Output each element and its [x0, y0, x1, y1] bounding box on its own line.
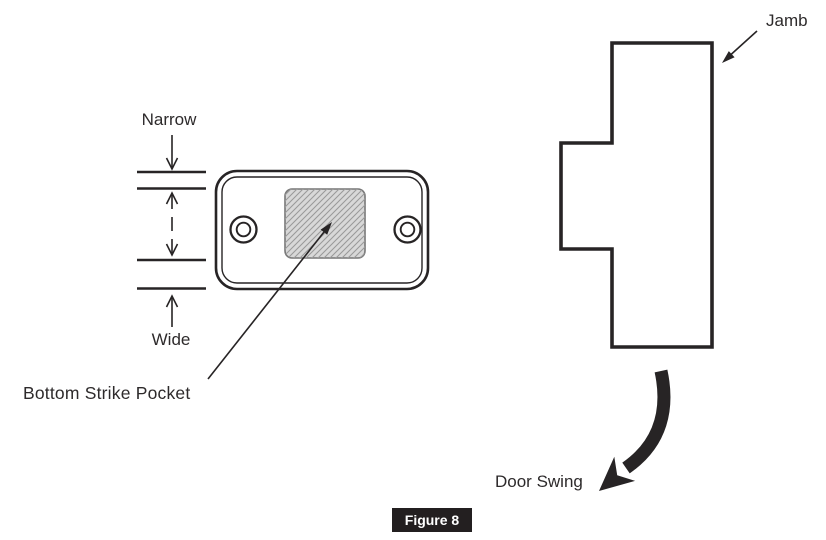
- pocket-leader-arrowhead-icon: [320, 222, 332, 235]
- jamb-leader-line: [730, 30, 758, 56]
- wide-arrowhead-icon: [165, 294, 179, 308]
- pocket-leader: [207, 222, 332, 380]
- jamb-leader-arrowhead-icon: [722, 51, 735, 63]
- dimension-lines: [137, 170, 206, 290]
- screw-hole-right-outer: [393, 215, 422, 244]
- door-swing-label: Door Swing: [495, 472, 583, 491]
- strike-pocket-hatch: [285, 189, 365, 258]
- narrow-arrow: [165, 135, 179, 171]
- screw-hole-left-outer: [229, 215, 258, 244]
- pocket-height-arrowhead-down-icon: [165, 243, 179, 257]
- bottom-strike-pocket-label: Bottom Strike Pocket: [23, 383, 191, 403]
- narrow-label: Narrow: [141, 110, 197, 129]
- strike-plate-inner: [221, 176, 423, 284]
- figure-caption-badge: Figure 8: [392, 508, 472, 532]
- pocket-leader-line: [207, 231, 325, 380]
- pocket-height-arrow: [165, 191, 179, 257]
- screw-hole-left-inner: [235, 221, 252, 238]
- door-swing-arrow: [599, 369, 671, 491]
- pocket-height-arrowhead-up-icon: [165, 191, 179, 205]
- jamb-label: Jamb: [766, 11, 808, 30]
- screw-hole-right-inner: [399, 221, 416, 238]
- narrow-arrowhead-icon: [165, 157, 179, 171]
- jamb-leader: [722, 30, 758, 63]
- wide-label: Wide: [151, 330, 191, 349]
- door-swing-arrow-shaft: [622, 369, 671, 474]
- jamb-outline: [559, 41, 714, 349]
- door-swing-arrowhead-icon: [599, 456, 636, 491]
- wide-arrow: [165, 294, 179, 327]
